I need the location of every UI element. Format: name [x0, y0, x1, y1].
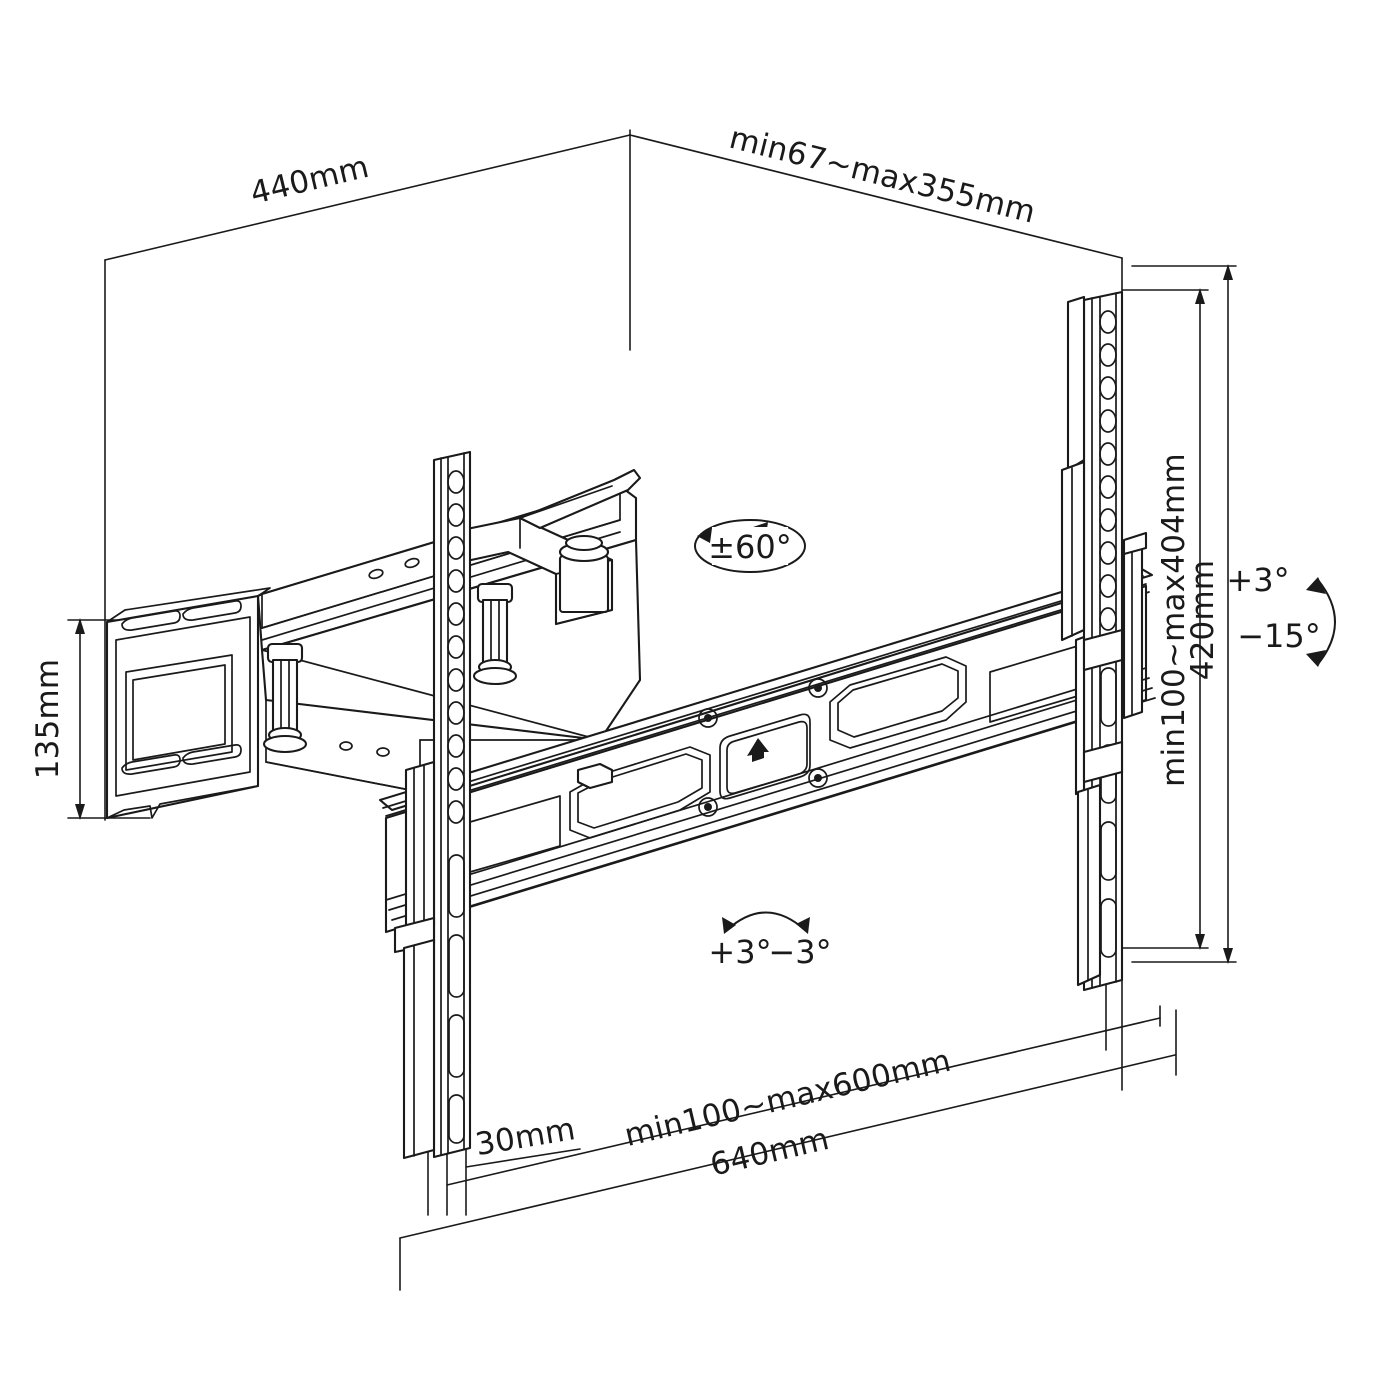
right-vertical-dimensions: [1121, 264, 1237, 964]
swivel-angle-label: ±60°: [708, 528, 792, 566]
rail-plate-connector-right: [1082, 628, 1124, 784]
level-right-label: −3°: [768, 933, 831, 971]
tilt-down-label: −15°: [1237, 617, 1321, 655]
pivot-bolt-center: [472, 582, 518, 686]
level-left-label: +3°: [708, 933, 771, 971]
right-rail-clip: [1060, 295, 1148, 987]
dimension-label-right-inner: min100~max404mm: [1156, 453, 1192, 787]
dimension-label-bottom-small: 30mm: [473, 1111, 578, 1163]
swivel-head-bracket: [460, 516, 614, 626]
dimension-label-right-outer: 420mm: [1185, 560, 1221, 681]
pivot-bolt-left: [262, 642, 308, 754]
level-angle-indicator: [722, 911, 810, 934]
left-rail-clip: [393, 760, 436, 1160]
left-tv-rail: [432, 450, 472, 1159]
swivel-angle-indicator: [694, 519, 806, 573]
left-wall-plate: [105, 587, 271, 820]
dimension-label-left-vertical: 135mm: [30, 659, 66, 780]
dimension-label-top-right: min67~max355mm: [726, 120, 1039, 231]
upper-cross-arm: [518, 468, 642, 530]
wall-rail: [378, 566, 1156, 934]
tilt-angle-indicator: [1306, 577, 1336, 667]
tilt-up-label: +3°: [1226, 561, 1289, 599]
dimension-label-top-left: 440mm: [247, 149, 373, 212]
